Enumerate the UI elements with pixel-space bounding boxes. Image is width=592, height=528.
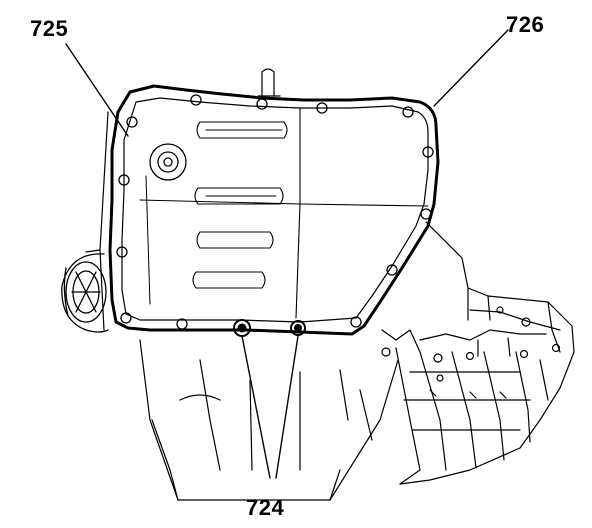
flange-bolts (117, 95, 433, 329)
drain-plug (150, 144, 186, 180)
transmission-housing (382, 222, 574, 484)
leader-724-left (242, 336, 270, 478)
leader-725 (66, 44, 128, 136)
oil-pan-flange-outline (110, 86, 438, 334)
leader-724-right (276, 336, 298, 478)
callout-bolts (234, 320, 305, 336)
callout-724-label: 724 (246, 495, 285, 520)
engine-block (86, 69, 398, 500)
oil-pan (110, 86, 438, 336)
callout-726-label: 726 (506, 12, 545, 37)
leader-726 (434, 30, 508, 106)
crankshaft-pulley (62, 254, 108, 332)
leader-lines (66, 30, 508, 478)
callout-725-label: 725 (30, 16, 69, 41)
